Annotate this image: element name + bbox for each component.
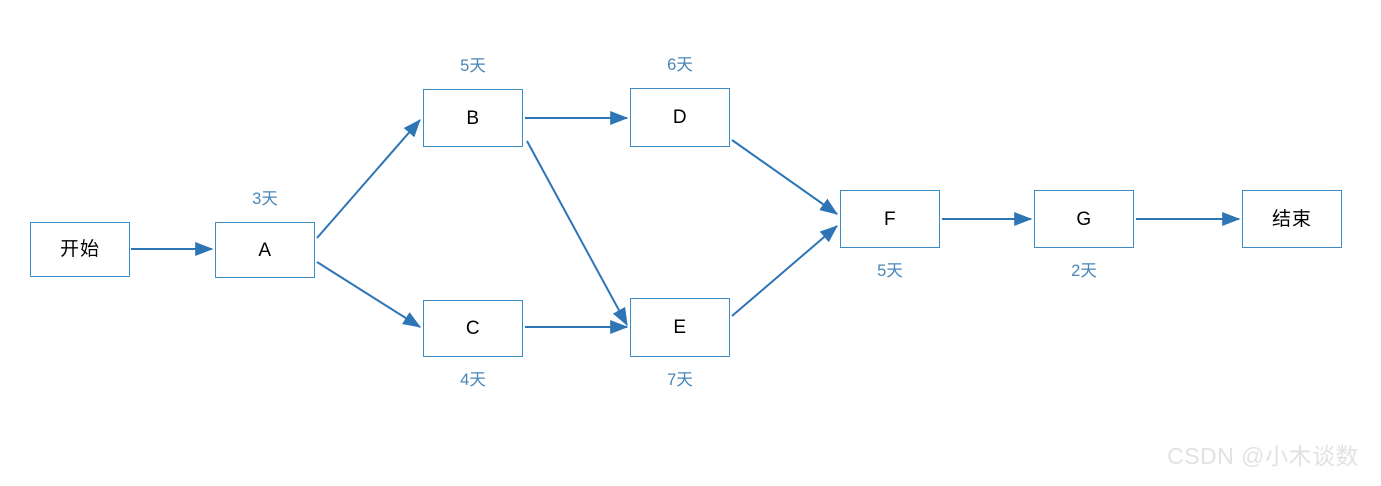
edge-B-E: [526, 140, 628, 327]
edge-A-C: [316, 261, 422, 328]
duration-label-A: 3天: [252, 190, 278, 208]
node-label-C: C: [465, 318, 481, 339]
node-end[interactable]: 结束: [1242, 190, 1342, 248]
node-label-F: F: [883, 208, 897, 230]
node-label-B: B: [466, 107, 480, 129]
node-E[interactable]: E: [630, 298, 730, 357]
duration-label-F: 5天: [877, 262, 903, 280]
node-label-A: A: [258, 239, 272, 261]
node-G[interactable]: G: [1034, 190, 1134, 248]
watermark: CSDN @小木谈数: [1167, 443, 1359, 469]
edge-D-F: [731, 139, 838, 215]
duration-label-B: 5天: [460, 57, 486, 75]
duration-label-G: 2天: [1071, 262, 1097, 280]
node-label-end: 结束: [1271, 208, 1312, 230]
node-label-D: D: [672, 107, 688, 128]
node-label-G: G: [1076, 208, 1092, 230]
duration-label-D: 6天: [667, 56, 693, 74]
node-B[interactable]: B: [423, 89, 523, 147]
node-F[interactable]: F: [840, 190, 940, 248]
node-label-start: 开始: [59, 239, 100, 260]
duration-label-C: 4天: [460, 371, 486, 389]
edge-A-B: [316, 119, 421, 239]
duration-label-E: 7天: [667, 371, 693, 389]
node-D[interactable]: D: [630, 88, 730, 147]
node-label-E: E: [673, 317, 687, 338]
node-start[interactable]: 开始: [30, 222, 130, 277]
node-C[interactable]: C: [423, 300, 523, 357]
node-A[interactable]: A: [215, 222, 315, 278]
edge-E-F: [731, 225, 838, 317]
